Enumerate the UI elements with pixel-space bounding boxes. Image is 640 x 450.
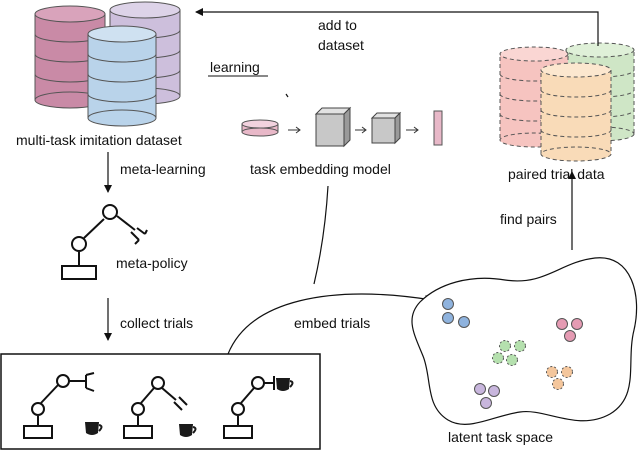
label-task-embedding-model: task embedding model <box>250 161 391 177</box>
label-meta-policy: meta-policy <box>116 255 188 271</box>
meta-policy-robot-arm-icon <box>61 204 148 280</box>
label-dataset: dataset <box>318 37 364 53</box>
embedding-block-2 <box>370 111 402 145</box>
dataset-database-stack-icon <box>34 1 181 127</box>
embedding-block-1 <box>314 106 352 148</box>
embedding-to-space-line <box>313 185 329 285</box>
label-multi-task-dataset: multi-task imitation dataset <box>16 132 182 148</box>
label-latent-task-space: latent task space <box>448 429 554 445</box>
trials-box <box>0 353 321 450</box>
cluster-green <box>492 340 526 366</box>
task-embedding-model-icon <box>208 75 443 148</box>
label-learning: learning <box>210 59 260 75</box>
trial-robot-arm-icon-2 <box>123 376 188 439</box>
trial-robot-arm-icon-3 <box>223 376 275 439</box>
trial-robot-arm-icon-1 <box>23 372 95 439</box>
arrow-embed-trials <box>227 293 433 355</box>
cluster-blue <box>442 298 470 328</box>
arrow-add-to-dataset <box>195 8 599 46</box>
cluster-orange <box>546 366 573 390</box>
embedding-input-disc <box>241 119 279 137</box>
label-paired-trial-data: paired trial data <box>508 166 605 182</box>
cluster-pink <box>556 318 583 342</box>
paired-trial-database-stack-icon <box>499 42 635 162</box>
label-collect-trials: collect trials <box>120 315 194 331</box>
label-add-to: add to <box>318 17 357 33</box>
label-find-pairs: find pairs <box>500 211 557 227</box>
coffee-cup-icon-3 <box>275 377 294 392</box>
latent-clusters <box>442 298 583 409</box>
connectors <box>104 8 599 355</box>
embedding-output-vector <box>433 110 443 146</box>
trial-cylinder-orange <box>540 62 612 162</box>
coffee-cup-icon-2 <box>178 423 197 438</box>
cluster-purple <box>474 383 500 409</box>
coffee-cup-icon-1 <box>84 421 103 436</box>
latent-space-blob <box>411 257 638 425</box>
label-meta-learning: meta-learning <box>120 161 206 177</box>
dataset-cylinder-blue <box>87 25 157 127</box>
label-embed-trials: embed trials <box>294 315 371 331</box>
